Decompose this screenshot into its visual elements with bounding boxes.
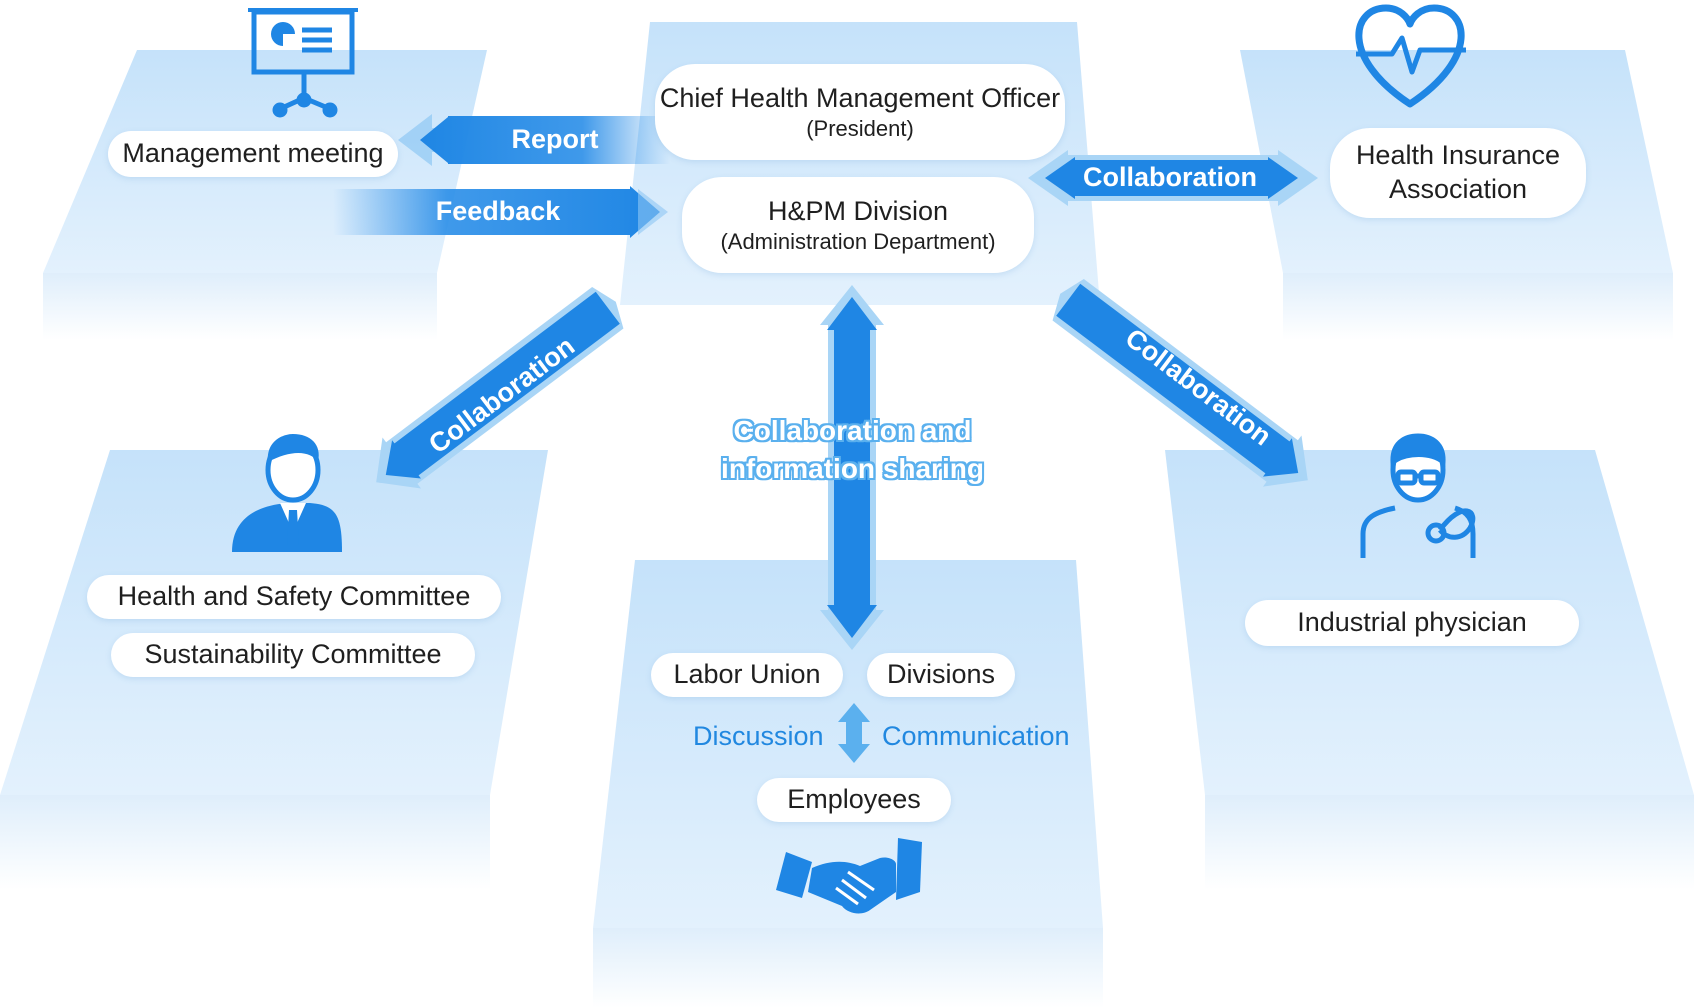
discussion-label: Discussion	[693, 721, 824, 751]
division-title: H&PM Division	[767, 195, 949, 226]
report-arrow	[398, 114, 670, 166]
report-label: Report	[511, 124, 599, 154]
heart-pulse-icon	[1355, 4, 1466, 108]
health-insurance-box: Health Insurance Association	[1330, 128, 1586, 218]
center-arrow-label-line1: Collaboration and	[733, 415, 972, 446]
health-insurance-line2: Association	[1388, 174, 1528, 204]
labor-union-box: Labor Union	[651, 653, 843, 697]
division-box: H&PM Division (Administration Department…	[682, 177, 1034, 273]
handshake-icon	[776, 838, 922, 914]
center-vertical-arrow	[820, 285, 884, 650]
divisions-label: Divisions	[886, 659, 996, 690]
collab-right-label: Collaboration	[1083, 162, 1257, 192]
sustainability-committee-label: Sustainability Committee	[144, 639, 442, 670]
management-meeting-box: Management meeting	[108, 131, 398, 177]
feedback-arrow	[333, 186, 668, 238]
collab-lower-right-arrow	[1052, 278, 1308, 487]
chief-officer-box: Chief Health Management Officer (Preside…	[655, 64, 1065, 160]
center-arrow-label-line2: information sharing	[721, 453, 984, 484]
industrial-physician-label: Industrial physician	[1297, 607, 1527, 638]
health-safety-committee-label: Health and Safety Committee	[117, 581, 471, 612]
panel-bottom-left	[0, 450, 548, 890]
presentation-icon	[248, 8, 358, 118]
industrial-physician-box: Industrial physician	[1245, 600, 1579, 646]
discussion-arrow-icon	[838, 703, 870, 763]
collab-right-arrow	[1028, 150, 1318, 206]
sustainability-committee-box: Sustainability Committee	[111, 633, 475, 677]
employees-label: Employees	[787, 784, 921, 815]
businessman-icon	[232, 434, 342, 552]
health-safety-committee-box: Health and Safety Committee	[87, 575, 501, 619]
employees-box: Employees	[757, 778, 951, 822]
management-meeting-label: Management meeting	[122, 138, 384, 169]
division-subtitle: (Administration Department)	[720, 228, 996, 254]
communication-label: Communication	[882, 721, 1070, 751]
collab-lower-left-arrow	[376, 286, 624, 489]
panel-bottom-right	[1165, 450, 1694, 890]
chief-officer-subtitle: (President)	[806, 115, 914, 141]
doctor-icon	[1360, 433, 1476, 558]
health-insurance-line1: Health Insurance	[1355, 140, 1561, 171]
divisions-box: Divisions	[867, 653, 1015, 697]
labor-union-label: Labor Union	[673, 659, 821, 690]
feedback-label: Feedback	[435, 196, 561, 226]
chief-officer-title: Chief Health Management Officer	[659, 82, 1061, 113]
